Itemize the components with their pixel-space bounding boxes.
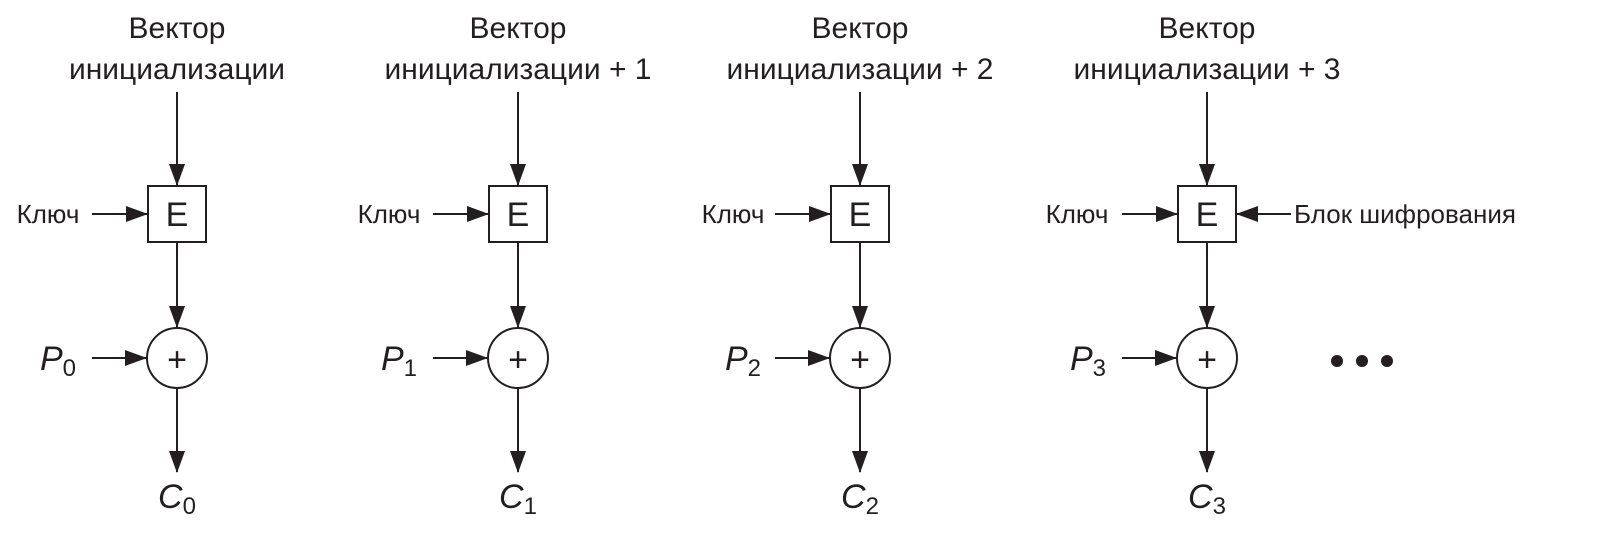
xor-circle [487,327,549,389]
key-label: Ключ [702,199,765,229]
ciphertext-label: C2 [841,478,879,520]
xor-circle [1176,327,1238,389]
stage-1: Вектор инициализации + 1 E Ключ + P1 C1 [358,12,652,520]
xor-label: + [850,341,870,379]
encrypt-box [1177,185,1237,243]
key-label: Ключ [17,199,80,229]
ciphertext-index: 0 [183,493,196,520]
iv-label-line1: Вектор [1159,12,1256,45]
encrypt-box [488,185,548,243]
ciphertext-index: 1 [524,493,537,520]
continuation-ellipsis [1331,355,1393,367]
ciphertext-letter: C [158,478,183,516]
key-label: Ключ [1046,199,1109,229]
encrypt-box [830,185,890,243]
plaintext-label: P2 [725,340,761,382]
iv-label-line2: инициализации + 2 [727,53,994,86]
xor-label: + [508,341,528,379]
plaintext-letter: P [1070,340,1093,378]
encrypt-label: E [507,196,530,234]
plaintext-letter: P [40,340,63,378]
iv-label-line1: Вектор [812,12,909,45]
encrypt-label: E [849,196,872,234]
block-cipher-label: Блок шифрования [1294,199,1516,229]
ellipsis-dot [1356,355,1368,367]
xor-circle [829,327,891,389]
ciphertext-label: C3 [1188,478,1226,520]
xor-label: + [167,341,187,379]
ciphertext-label: C1 [499,478,537,520]
plaintext-index: 3 [1093,355,1106,382]
iv-label-line2: инициализации [69,53,285,86]
ciphertext-letter: C [499,478,524,516]
iv-label-line2: инициализации + 3 [1074,53,1341,86]
encrypt-label: E [166,196,189,234]
plaintext-index: 1 [404,355,417,382]
plaintext-letter: P [725,340,748,378]
xor-circle [146,327,208,389]
plaintext-index: 0 [63,355,76,382]
xor-label: + [1197,341,1217,379]
ciphertext-letter: C [841,478,866,516]
plaintext-index: 2 [748,355,761,382]
iv-label-line1: Вектор [129,12,226,45]
ciphertext-index: 2 [866,493,879,520]
plaintext-letter: P [381,340,404,378]
ciphertext-letter: C [1188,478,1213,516]
ellipsis-dot [1381,355,1393,367]
iv-label-line2: инициализации + 1 [385,53,652,86]
iv-label-line1: Вектор [470,12,567,45]
encrypt-box [147,185,207,243]
plaintext-label: P3 [1070,340,1106,382]
plaintext-label: P1 [381,340,417,382]
encrypt-label: E [1196,196,1219,234]
plaintext-label: P0 [40,340,76,382]
ciphertext-label: C0 [158,478,196,520]
ciphertext-index: 3 [1213,493,1226,520]
stage-3: Вектор инициализации + 3 E Ключ Блок шиф… [1046,12,1516,520]
key-label: Ключ [358,199,421,229]
stage-2: Вектор инициализации + 2 E Ключ + P2 C2 [702,12,994,520]
ellipsis-dot [1331,355,1343,367]
stage-0: Вектор инициализации E Ключ + P0 C0 [17,12,285,520]
